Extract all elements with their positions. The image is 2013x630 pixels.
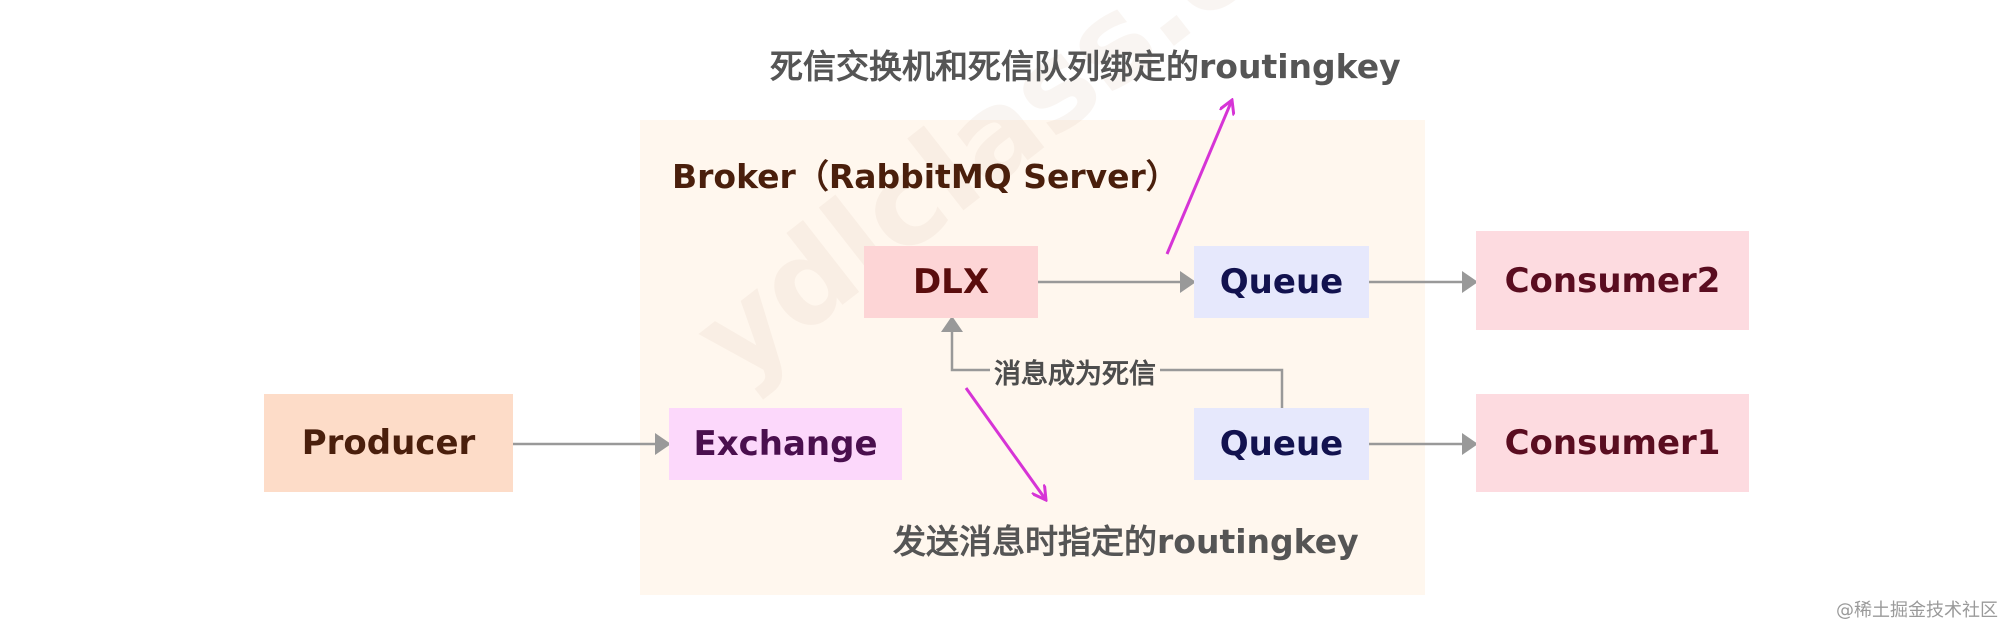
- consumer1-node: Consumer1: [1476, 394, 1749, 492]
- producer-node: Producer: [264, 394, 513, 492]
- broker-label: Broker（RabbitMQ Server）: [672, 157, 1179, 196]
- consumer2-node: Consumer2: [1476, 231, 1749, 330]
- normal-queue-node: Queue: [1194, 408, 1369, 480]
- credit-text: @稀土掘金技术社区: [1836, 600, 1998, 621]
- dead-letter-queue-node: Queue: [1194, 246, 1369, 318]
- dead-letter-label: 消息成为死信: [990, 352, 1160, 391]
- dlx-binding-routingkey-label: 死信交换机和死信队列绑定的routingkey: [770, 47, 1401, 86]
- dlx-node: DLX: [864, 246, 1038, 318]
- send-routingkey-label: 发送消息时指定的routingkey: [893, 522, 1359, 561]
- exchange-node: Exchange: [669, 408, 902, 480]
- annotation-arrow-bottom: [964, 387, 1046, 500]
- annotation-arrow-top: [1165, 100, 1232, 255]
